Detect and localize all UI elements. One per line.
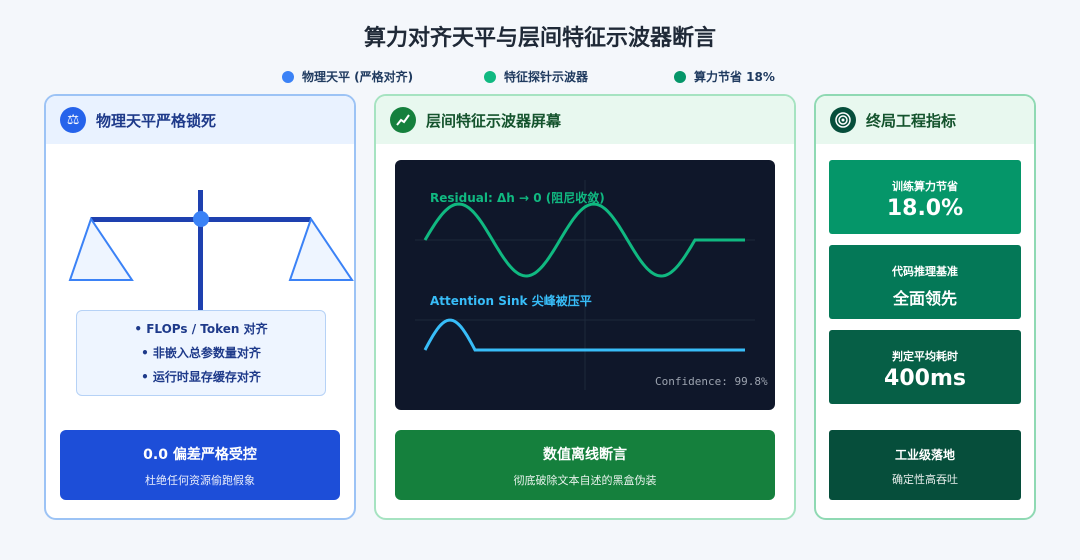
- metric-label: 判定平均耗时: [892, 350, 958, 363]
- oscilloscope-screen: Residual: Δh → 0 (阻尼收敛) Attention Sink 尖…: [395, 160, 775, 410]
- deviation-card-title: 0.0 偏差严格受控: [143, 447, 257, 463]
- page-title: 算力对齐天平与层间特征示波器断言: [363, 26, 716, 51]
- residual-wave: [423, 202, 745, 278]
- legend-label: 算力节省 18%: [694, 70, 775, 84]
- sink-label: Attention Sink 尖峰被压平: [430, 293, 592, 308]
- metric-code-reasoning: 代码推理基准 全面领先: [829, 245, 1021, 319]
- offline-assertion-subtitle: 彻底破除文本自述的黑盒伪装: [513, 474, 657, 487]
- balance-scale-diagram: [68, 190, 354, 312]
- legend-item-balance: 物理天平 (严格对齐): [282, 68, 413, 85]
- legend-dot: [674, 70, 686, 83]
- legend: 物理天平 (严格对齐) 特征探针示波器 算力节省 18%: [0, 68, 1080, 84]
- legend-item-scope: 特征探针示波器: [484, 68, 588, 85]
- legend-dot: [282, 70, 294, 83]
- metric-label: 代码推理基准: [892, 265, 958, 278]
- offline-assertion-title: 数值离线断言: [543, 447, 627, 463]
- scale-pan-right: [288, 216, 354, 281]
- deviation-card: 0.0 偏差严格受控 杜绝任何资源偷跑假象: [60, 430, 340, 500]
- oscilloscope-panel: 层间特征示波器屏幕 Residual: Δh → 0 (阻尼收敛) Attent…: [374, 94, 796, 520]
- target-icon: [830, 107, 856, 133]
- attention-sink-wave: [423, 318, 745, 352]
- offline-assertion-card: 数值离线断言 彻底破除文本自述的黑盒伪装: [395, 430, 775, 500]
- note-flops: • FLOPs / Token 对齐: [134, 322, 268, 336]
- deviation-card-subtitle: 杜绝任何资源偷跑假象: [145, 474, 255, 487]
- confidence-readout: Confidence: 99.8%: [655, 375, 768, 388]
- legend-item-savings: 算力节省 18%: [674, 68, 775, 85]
- metrics-panel-title: 终局工程指标: [866, 111, 957, 130]
- note-memory: • 运行时显存缓存对齐: [141, 370, 261, 384]
- legend-label: 物理天平 (严格对齐): [302, 70, 414, 84]
- metric-label: 训练算力节省: [892, 180, 958, 193]
- industrial-deployment-title: 工业级落地: [894, 448, 955, 462]
- scale-pan-left: [68, 216, 134, 281]
- legend-label: 特征探针示波器: [504, 70, 589, 84]
- metric-compute-savings: 训练算力节省 18.0%: [829, 160, 1021, 234]
- residual-label: Residual: Δh → 0 (阻尼收敛): [430, 190, 605, 205]
- alignment-notes: • FLOPs / Token 对齐 • 非嵌入总参数量对齐 • 运行时显存缓存…: [76, 310, 326, 396]
- oscilloscope-waves: Residual: Δh → 0 (阻尼收敛) Attention Sink 尖…: [415, 180, 768, 390]
- balance-panel-header: ⚖ 物理天平严格锁死: [46, 96, 354, 144]
- metric-value: 18.0%: [886, 196, 964, 221]
- industrial-deployment-card: 工业级落地 确定性高吞吐: [829, 430, 1021, 500]
- metrics-panel: 终局工程指标 训练算力节省 18.0% 代码推理基准 全面领先 判定平均耗时 4…: [814, 94, 1036, 520]
- oscilloscope-panel-title: 层间特征示波器屏幕: [426, 111, 562, 130]
- metric-latency: 判定平均耗时 400ms: [829, 330, 1021, 404]
- metric-value: 全面领先: [892, 289, 957, 308]
- industrial-deployment-subtitle: 确定性高吞吐: [892, 473, 958, 486]
- legend-dot: [484, 70, 496, 83]
- oscilloscope-panel-header: 层间特征示波器屏幕: [376, 96, 794, 144]
- note-params: • 非嵌入总参数量对齐: [141, 346, 261, 360]
- balance-panel: ⚖ 物理天平严格锁死 • FLOPs / Token 对齐 • 非嵌入总参数量对…: [44, 94, 356, 520]
- chart-trend-icon: [390, 107, 416, 133]
- metric-value: 400ms: [884, 366, 966, 391]
- metrics-panel-header: 终局工程指标: [816, 96, 1034, 144]
- scale-pivot: [193, 211, 209, 227]
- scale-pillar: [198, 190, 203, 312]
- balance-panel-title: 物理天平严格锁死: [96, 111, 217, 130]
- balance-scale-icon: ⚖: [60, 107, 86, 133]
